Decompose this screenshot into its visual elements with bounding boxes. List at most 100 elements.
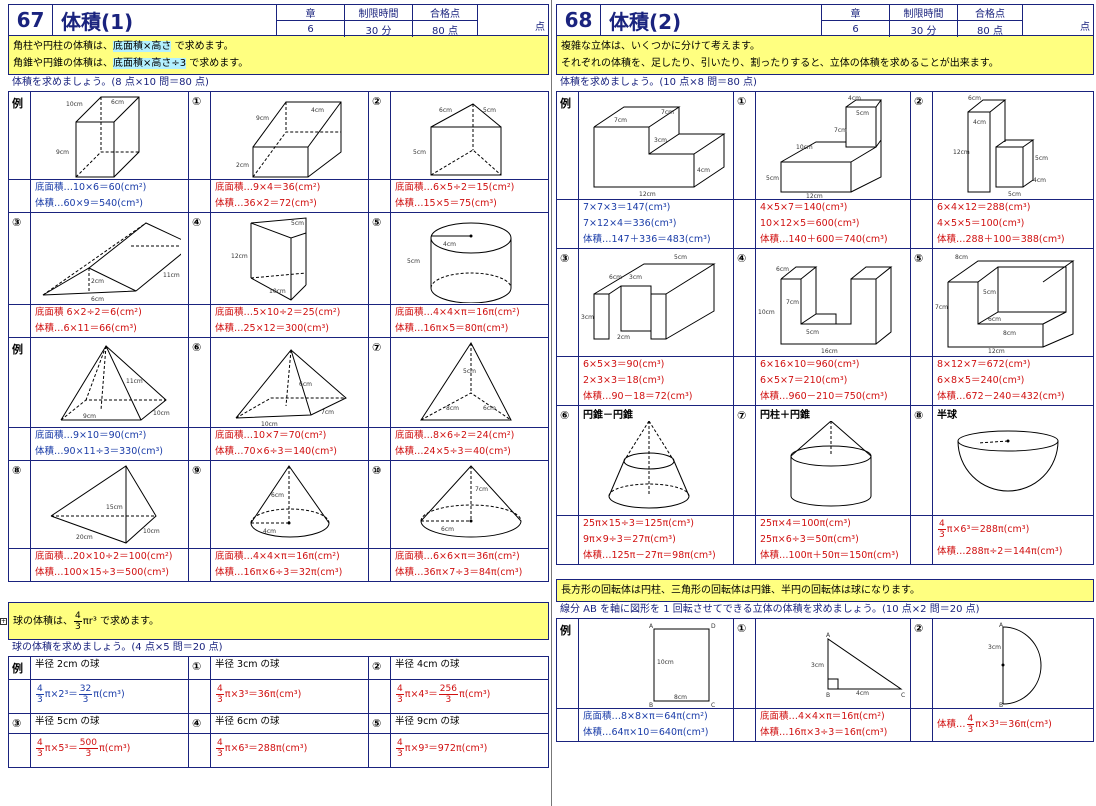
svg-text:7cm: 7cm: [834, 127, 847, 134]
problem-tag: 半球: [937, 410, 957, 421]
svg-text:3cm: 3cm: [581, 314, 594, 321]
svg-text:12cm: 12cm: [231, 253, 248, 260]
answer-cell: 底面積…9×10＝90(cm²)体積…90×11÷3＝330(cm³): [30, 427, 189, 461]
answer-cell: 8×12×7＝672(cm³)6×8×5＝240(cm³)体積…672－240＝…: [932, 356, 1094, 406]
answer-cell: 4×5×7＝140(cm³)10×12×5＝600(cm³)体積…140＋600…: [755, 199, 911, 249]
problem-label: 例: [8, 656, 31, 680]
score-unit: 点: [535, 22, 545, 33]
answer-line: 底面積…10×6＝60(cm²): [35, 182, 147, 193]
problem-label: ④: [733, 248, 756, 357]
problem-label: ⑨: [188, 460, 211, 549]
score-field[interactable]: 点: [478, 5, 548, 35]
svg-text:11cm: 11cm: [126, 378, 143, 385]
answer-cell: 底面積…4×4×π＝16π(cm²) 体積…16π×6÷3＝32π(cm³): [210, 548, 369, 582]
time-limit-value: 30 分: [345, 21, 413, 37]
svg-text:10cm: 10cm: [758, 309, 775, 316]
answer-cell: 底面積…10×7＝70(cm²) 体積…70×6÷3＝140(cm³): [210, 427, 369, 461]
svg-text:6cm: 6cm: [91, 296, 104, 303]
svg-text:3cm: 3cm: [654, 137, 667, 144]
answer-cell: 6×5×3＝90(cm³)2×3×3＝18(cm³)体積…90－18＝72(cm…: [578, 356, 734, 406]
problem-label: ③: [556, 248, 579, 357]
answer-cell: 底面積…4×4×π＝16π(cm²)体積…16π×5＝80π(cm³): [390, 304, 549, 338]
worksheet-68: 68 体積(2) 章 制限時間 合格点 6 30 分 80 点 点 複雑な立体は…: [556, 4, 1094, 742]
problem-label: ⑤: [368, 212, 391, 305]
worksheet-number: 67: [9, 5, 53, 35]
note-text: 球の体積は、: [13, 615, 73, 627]
problem-label: ④: [188, 212, 211, 305]
svg-text:20cm: 20cm: [76, 534, 93, 541]
score-field[interactable]: 点: [1023, 5, 1093, 35]
svg-text:7cm: 7cm: [321, 409, 334, 416]
worksheet-meta: 章 制限時間 合格点 6 30 分 80 点: [822, 5, 1023, 37]
answer-line: 体積…24×5÷3＝40(cm³): [395, 446, 511, 457]
answer-cell: 底面積…9×4＝36(cm²) 体積…36×2＝72(cm³): [210, 179, 369, 213]
svg-text:5cm: 5cm: [291, 220, 304, 227]
svg-text:5cm: 5cm: [1008, 191, 1021, 198]
problem-label: 例: [8, 91, 31, 180]
answer-line: 体積…90×11÷3＝330(cm³): [35, 446, 163, 457]
svg-text:B: B: [649, 702, 653, 707]
svg-text:5cm: 5cm: [483, 107, 496, 114]
svg-text:4cm: 4cm: [311, 107, 324, 114]
sphere-title: 半径 4cm の球: [395, 659, 460, 670]
svg-text:5cm: 5cm: [463, 368, 476, 375]
worksheet-67: 67 体積(1) 章 制限時間 合格点 6 30 分 80 点 点 角柱や円柱の…: [8, 4, 549, 768]
note-text: で求めます。: [171, 41, 234, 52]
answer-cell: 底面積…20×10÷2＝100(cm²)体積…100×15÷3＝500(cm³): [30, 548, 189, 582]
svg-text:5cm: 5cm: [1035, 155, 1048, 162]
problem-label: 例: [8, 337, 31, 428]
answer-line: 体積…36×2＝72(cm³): [215, 198, 317, 209]
problem-label: ④: [188, 713, 211, 734]
answer-line: 体積…16π×6÷3＝32π(cm³): [215, 567, 343, 578]
figure-frustum: 円錐－円錐: [578, 405, 734, 516]
worksheet-header: 67 体積(1) 章 制限時間 合格点 6 30 分 80 点 点: [8, 4, 549, 37]
answer-cell: 底面積…6×5÷2＝15(cm²) 体積…15×5＝75(cm³): [390, 179, 549, 213]
time-limit-label: 制限時間: [890, 5, 958, 21]
svg-text:4cm: 4cm: [848, 95, 861, 102]
answer-line: 底面積…10×7＝70(cm²): [215, 430, 327, 441]
table-anchor-handle[interactable]: +: [0, 618, 7, 625]
svg-text:4cm: 4cm: [697, 167, 710, 174]
answer-line: 体積…15×5＝75(cm³): [395, 198, 497, 209]
problem-label: ①: [733, 91, 756, 200]
svg-text:8cm: 8cm: [955, 254, 968, 261]
problem-label: ⑧: [8, 460, 31, 549]
note-highlight: 底面積×高さ÷3: [113, 58, 187, 69]
answer-line: 底面積…6×5÷2＝15(cm²): [395, 182, 515, 193]
answer-line: 底面積…9×4＝36(cm²): [215, 182, 321, 193]
sphere-title: 半径 5cm の球: [35, 716, 100, 727]
svg-text:5cm: 5cm: [407, 258, 420, 265]
pass-score-value: 80 点: [432, 25, 458, 37]
svg-text:6cm: 6cm: [439, 107, 452, 114]
sphere-title: 半径 3cm の球: [215, 659, 280, 670]
svg-text:7cm: 7cm: [661, 109, 674, 116]
svg-text:16cm: 16cm: [821, 348, 838, 355]
problem-label: ①: [188, 656, 211, 680]
answer-line: 底面積…4×4×π＝16π(cm²): [215, 551, 340, 562]
score-unit: 点: [1080, 22, 1090, 33]
svg-text:4cm: 4cm: [263, 528, 276, 535]
svg-text:4cm: 4cm: [856, 690, 869, 697]
answer-line: 体積…60×9＝540(cm³): [35, 198, 143, 209]
problem-label: 例: [556, 618, 579, 709]
answer-line: 底面積…5×10÷2＝25(cm²): [215, 307, 341, 318]
svg-text:4cm: 4cm: [1033, 177, 1046, 184]
svg-text:8cm: 8cm: [446, 405, 459, 412]
svg-text:10cm: 10cm: [261, 421, 278, 426]
answer-line: 体積…70×6÷3＝140(cm³): [215, 446, 337, 457]
svg-text:2cm: 2cm: [236, 162, 249, 169]
